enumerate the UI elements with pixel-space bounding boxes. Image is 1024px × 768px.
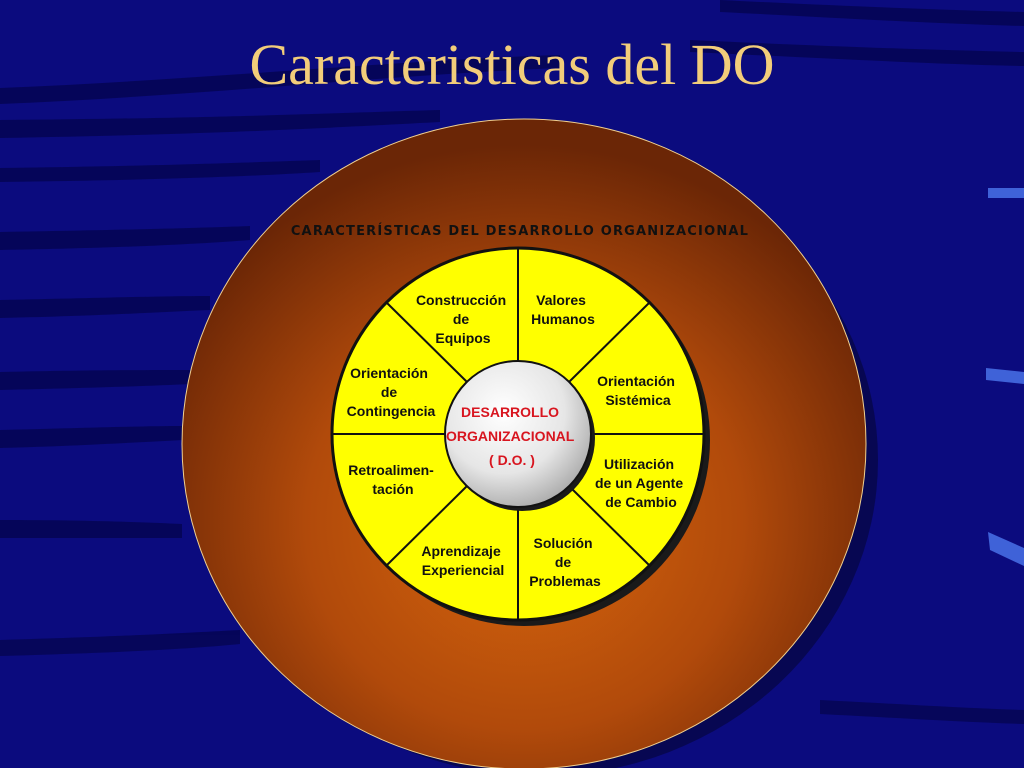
segment-orientacion-sistemica: Orientación Sistémica	[597, 373, 679, 408]
segment-construccion-de-equipos: Construcción de Equipos	[416, 292, 510, 346]
center-label: DESARROLLO ORGANIZACIONAL ( D.O. )	[446, 404, 578, 468]
diagram-heading: CARACTERÍSTICAS DEL DESARROLLO ORGANIZAC…	[291, 223, 749, 239]
segment-orientacion-de-contingencia: Orientación de Contingencia	[347, 365, 436, 419]
right-accent-bar	[988, 188, 1024, 198]
segment-retroalimentacion: Retroalimen- tación	[348, 462, 437, 497]
right-accent-bar	[986, 368, 1024, 384]
right-accent-bar	[988, 532, 1024, 566]
center-line: ORGANIZACIONAL	[446, 428, 575, 444]
segment-aprendizaje-experiencial: Aprendizaje Experiencial	[421, 543, 504, 578]
center-circle	[444, 360, 592, 508]
wheel-spokes	[332, 248, 704, 620]
center-line: DESARROLLO	[461, 404, 559, 420]
segment-solucion-de-problemas: Solución de Problemas	[529, 535, 601, 589]
segment-valores-humanos: Valores Humanos	[531, 292, 595, 327]
slide-title: Caracteristicas del DO	[249, 32, 775, 97]
center-line: ( D.O. )	[489, 452, 535, 468]
segment-agente-de-cambio: Utilización de un Agente de Cambio	[595, 456, 687, 510]
